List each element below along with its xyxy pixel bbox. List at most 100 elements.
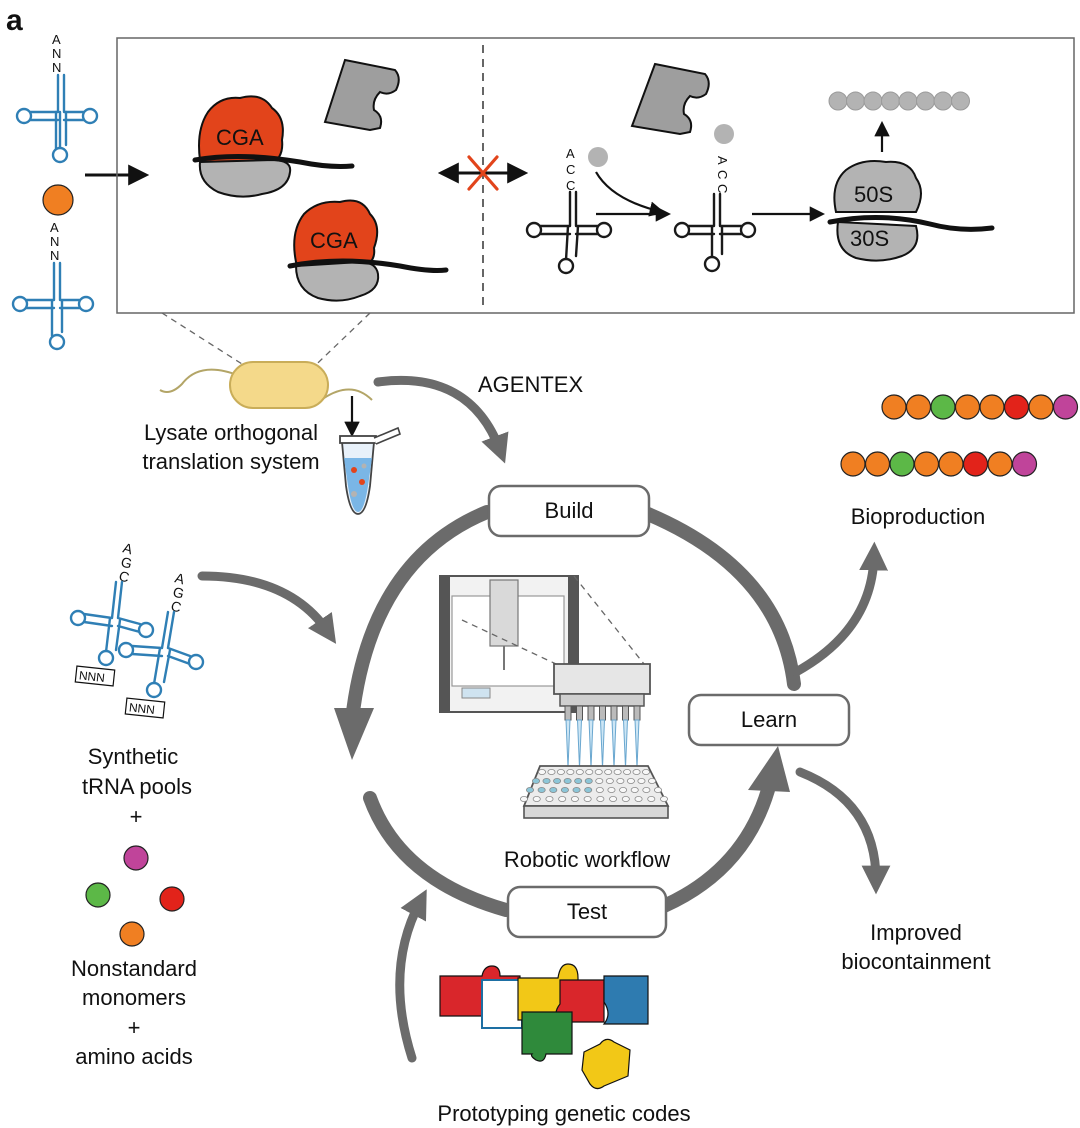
chain-bead-grey xyxy=(881,91,900,111)
plate-well xyxy=(595,787,604,794)
plate-well xyxy=(560,787,569,794)
chain-bead xyxy=(905,394,932,420)
bioproduction-label: Bioproduction xyxy=(851,504,986,529)
plate-well xyxy=(570,796,579,803)
mechanism-box xyxy=(116,37,1075,314)
cycle-arrowhead-right xyxy=(748,746,790,792)
pipette-tip-end xyxy=(565,719,571,769)
plate-well xyxy=(630,787,639,794)
pipette-tip-end xyxy=(622,719,629,769)
plate-well xyxy=(542,778,551,785)
chain-bead xyxy=(840,451,866,477)
chain-bead-grey xyxy=(898,91,918,111)
prototyping-arrow xyxy=(395,889,427,1063)
svg-text:NNN: NNN xyxy=(128,700,155,717)
svg-text:C: C xyxy=(715,184,730,193)
pipette-tip-end xyxy=(634,719,640,769)
chain-bead xyxy=(1052,394,1079,420)
cycle-arc-build-left xyxy=(345,505,494,727)
svg-text:G: G xyxy=(171,583,186,601)
plate-well xyxy=(532,796,541,803)
pipette-tip xyxy=(599,705,606,721)
chain-bead xyxy=(962,451,989,477)
chain-bead-grey xyxy=(828,91,848,111)
plate-well xyxy=(545,796,554,803)
plate-well xyxy=(654,787,663,794)
monomer-green xyxy=(85,882,111,908)
plate-well xyxy=(553,778,562,785)
plate-well xyxy=(584,787,593,794)
peptide-chain-bottom xyxy=(840,451,1038,477)
plate-well xyxy=(604,769,613,776)
charging-arrow xyxy=(595,171,665,217)
chain-bead xyxy=(987,451,1013,477)
svg-text:A: A xyxy=(52,32,61,47)
cycle-arc-build-learn xyxy=(641,507,801,691)
plate-well xyxy=(537,787,546,794)
svg-text:C: C xyxy=(715,170,730,179)
plate-well xyxy=(607,787,616,794)
trna-black-2: A C C xyxy=(673,156,757,273)
chain-bead xyxy=(930,394,956,420)
monomer-grey-1 xyxy=(588,147,608,167)
monomers-label-line2: monomers xyxy=(82,985,186,1010)
svg-text:N: N xyxy=(52,46,61,61)
plate-well xyxy=(623,769,632,776)
plate-well xyxy=(605,778,614,785)
monomers-label-line3: amino acids xyxy=(75,1044,192,1069)
plate-well xyxy=(660,796,669,803)
chain-bead-grey xyxy=(933,91,953,111)
plate-well xyxy=(572,787,581,794)
plate-well xyxy=(575,769,584,776)
plate-well xyxy=(563,778,572,785)
svg-text:C: C xyxy=(566,178,575,193)
plate-well xyxy=(621,796,630,803)
peptide-grey-chain xyxy=(828,91,970,111)
plate-well xyxy=(616,778,625,785)
peptide-chain-top xyxy=(881,394,1079,420)
pipette-tip-end xyxy=(611,719,617,769)
svg-text:A: A xyxy=(50,220,59,235)
svg-text:C: C xyxy=(566,162,575,177)
synthetic-label-line2: tRNA pools xyxy=(82,774,192,799)
monomer-orange-circle xyxy=(42,184,74,216)
svg-text:CGA: CGA xyxy=(216,125,264,150)
plate-well xyxy=(584,778,593,785)
monomers-label-line1: Nonstandard xyxy=(71,956,197,981)
panel-letter: a xyxy=(6,4,23,37)
bacterium-icon xyxy=(159,361,373,409)
chain-bead xyxy=(954,394,981,420)
chain-bead xyxy=(979,394,1005,420)
plate-well xyxy=(642,787,651,794)
plate-well xyxy=(619,787,628,794)
block-x-icon xyxy=(467,155,499,191)
puzzle-pieces-icon xyxy=(439,963,649,1090)
monomers-plus: + xyxy=(128,1015,141,1040)
chain-bead xyxy=(1011,451,1038,477)
plate-well xyxy=(648,778,657,785)
stage-test: Test xyxy=(506,885,668,939)
synthetase-enzyme-1 xyxy=(323,58,400,132)
svg-text:N: N xyxy=(50,234,59,249)
pipette-tip-end xyxy=(576,719,583,769)
pipette-head-icon xyxy=(553,663,651,769)
svg-text:50S: 50S xyxy=(854,182,893,207)
pipette-tip-end xyxy=(588,719,594,769)
plate-well xyxy=(595,778,604,785)
chain-bead-grey xyxy=(863,91,883,111)
plate-well xyxy=(647,796,656,803)
pipette-tip xyxy=(622,705,629,721)
plate-well xyxy=(532,778,541,785)
robotic-workflow-label: Robotic workflow xyxy=(504,847,670,872)
svg-text:A: A xyxy=(566,146,575,161)
monomer-grey-2 xyxy=(714,124,734,144)
cycle-arc-test-left xyxy=(363,791,513,917)
synthetic-label-line1: Synthetic xyxy=(88,744,179,769)
monomer-orange xyxy=(119,921,145,947)
svg-text:C: C xyxy=(169,597,183,615)
plate-well xyxy=(626,778,635,785)
trna-black-1: A C C xyxy=(525,146,613,275)
chain-bead xyxy=(1028,394,1054,420)
pipette-tip xyxy=(610,705,618,721)
